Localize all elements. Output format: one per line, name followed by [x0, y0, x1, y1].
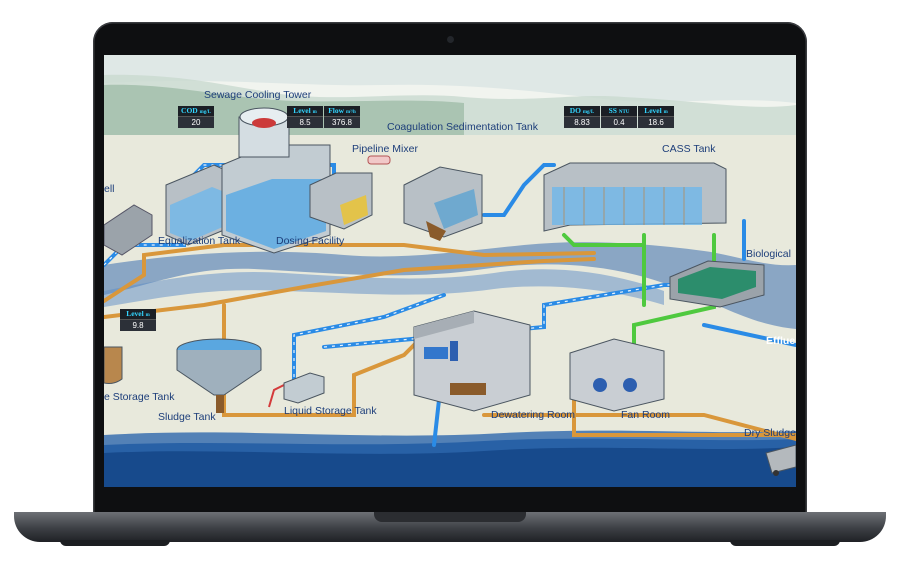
label-biological: Biological	[746, 248, 791, 260]
meter-do[interactable]: DO mg/L 8.83	[564, 106, 600, 128]
label-pipeline-mixer: Pipeline Mixer	[352, 143, 418, 155]
laptop-foot-right	[730, 540, 840, 546]
meter-flow[interactable]: Flow m³/h 376.8	[324, 106, 360, 128]
label-dosing-facility: Dosing Facility	[276, 235, 345, 247]
meter-ss[interactable]: SS NTU 0.4	[601, 106, 637, 128]
label-liquid-storage-tank: Liquid Storage Tank	[284, 405, 377, 417]
label-storage-tank: e Storage Tank	[104, 391, 175, 403]
meter-cod[interactable]: COD mg/L 20	[178, 106, 214, 128]
process-diagram	[104, 55, 796, 487]
meter-storage-level[interactable]: Level m 9.8	[120, 309, 156, 331]
label-cass-tank: CASS Tank	[662, 143, 716, 155]
label-well: ell	[104, 183, 115, 195]
meter-group-storage: Level m 9.8	[120, 309, 157, 331]
label-dry-sludge: Dry Sludge	[744, 427, 796, 439]
label-coagulation-tank: Coagulation Sedimentation Tank	[387, 121, 538, 133]
label-fan-room: Fan Room	[621, 409, 671, 421]
label-sludge-tank: Sludge Tank	[158, 411, 216, 423]
label-cooling-tower: Sewage Cooling Tower	[204, 89, 312, 101]
scada-screen: Sewage Cooling Tower Coagulation Sedimen…	[104, 55, 796, 487]
camera	[447, 36, 454, 43]
meter-cass-level[interactable]: Level m 18.6	[638, 106, 674, 128]
laptop-lid-notch	[374, 512, 526, 522]
label-dewatering-room: Dewatering Room	[491, 409, 576, 421]
meter-group-tower: COD mg/L 20 Level m 8.5 Flow m³/h 376.8	[178, 106, 361, 128]
label-equalization-tank: Equalization Tank	[158, 235, 241, 247]
label-effluent: Efflue	[766, 335, 796, 347]
meter-level[interactable]: Level m 8.5	[287, 106, 323, 128]
meter-group-cass: DO mg/L 8.83 SS NTU 0.4 Level m 18.6	[564, 106, 675, 128]
laptop-foot-left	[60, 540, 170, 546]
